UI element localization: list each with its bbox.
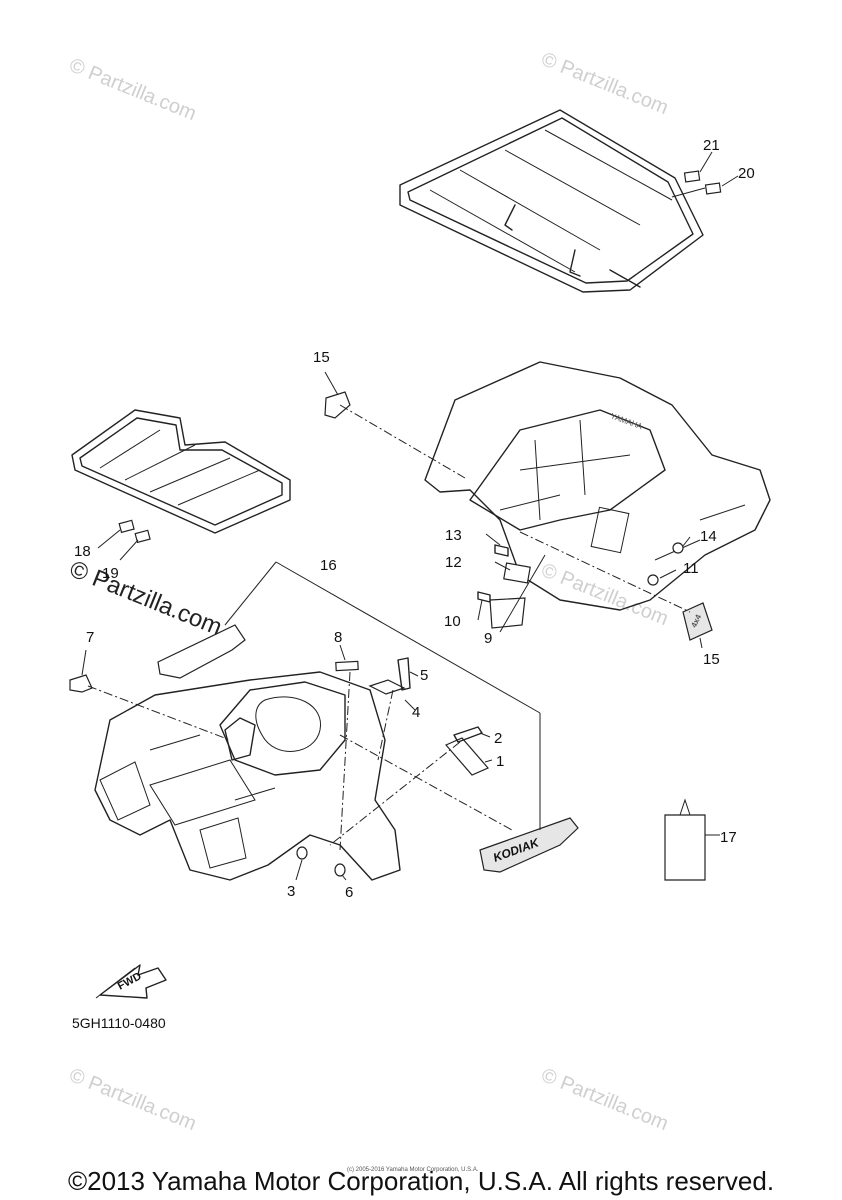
- callout-16: 16: [320, 557, 337, 574]
- callout-6: 6: [345, 884, 353, 901]
- callout-7: 7: [86, 629, 94, 646]
- nut-6: [334, 863, 346, 877]
- watermark-bottom-left: © Partzilla.com: [66, 1064, 199, 1135]
- rear-carrier-rack: [399, 109, 706, 293]
- copyright-footer: ©2013 Yamaha Motor Corporation, U.S.A. A…: [68, 1166, 774, 1196]
- callout-8: 8: [334, 629, 342, 646]
- kodiak-decal: [479, 817, 579, 873]
- watermark-top-left: © Partzilla.com: [66, 54, 199, 125]
- callout-11: 11: [683, 560, 699, 577]
- callout-9: 9: [484, 630, 492, 647]
- callout-1: 1: [496, 753, 504, 770]
- bracket-9: [489, 597, 526, 629]
- washer-14: [672, 542, 684, 554]
- watermark-mid-right: © Partzilla.com: [538, 559, 671, 630]
- callout-19: 19: [102, 565, 119, 582]
- watermark-top-right: © Partzilla.com: [538, 48, 671, 119]
- bracket-12: [503, 562, 531, 584]
- decal-19: [134, 529, 151, 544]
- decal-21: [683, 170, 701, 183]
- callout-12: 12: [445, 554, 462, 571]
- callout-3: 3: [287, 883, 295, 900]
- rivet-10: [477, 591, 491, 603]
- rivet-13: [494, 544, 509, 557]
- callout-18: 18: [74, 543, 91, 560]
- callout-14: 14: [700, 528, 717, 545]
- front-carrier-rack: [71, 409, 291, 534]
- decal-18: [118, 519, 135, 534]
- callout-17: 17: [720, 829, 737, 846]
- decal-16-top: [157, 624, 246, 679]
- decal-8: [335, 660, 359, 672]
- decal-20: [704, 182, 722, 195]
- grommet-1: [445, 737, 489, 776]
- washer-11: [647, 574, 659, 586]
- callout-15-upper: 15: [313, 349, 330, 366]
- fwd-direction-arrow: [95, 964, 167, 999]
- nut-3: [296, 846, 308, 860]
- callout-2: 2: [494, 730, 502, 747]
- clip-2: [453, 726, 483, 743]
- clip-5: [397, 657, 411, 691]
- decal-7: [69, 674, 93, 693]
- tag-17: [664, 814, 706, 881]
- rear-fender: [424, 361, 771, 611]
- callout-4: 4: [412, 704, 420, 721]
- callout-10: 10: [444, 613, 461, 630]
- callout-21: 21: [703, 137, 720, 154]
- emblem-15: [682, 602, 713, 641]
- small-copyright: (c) 2005-2016 Yamaha Motor Corporation, …: [347, 1167, 479, 1173]
- callout-20: 20: [738, 165, 755, 182]
- fwd-label: FWD: [116, 970, 144, 992]
- fender-brand-mark: YAMAHA: [609, 411, 644, 431]
- decal-15-upper: [324, 391, 351, 419]
- callout-5: 5: [420, 667, 428, 684]
- watermark-bottom-right: © Partzilla.com: [538, 1064, 671, 1135]
- callout-15-lower: 15: [703, 651, 720, 668]
- callout-13: 13: [445, 527, 462, 544]
- front-fender: [94, 671, 401, 881]
- diagram-code: 5GH1110-0480: [72, 1015, 166, 1031]
- grommet-4: [368, 679, 406, 695]
